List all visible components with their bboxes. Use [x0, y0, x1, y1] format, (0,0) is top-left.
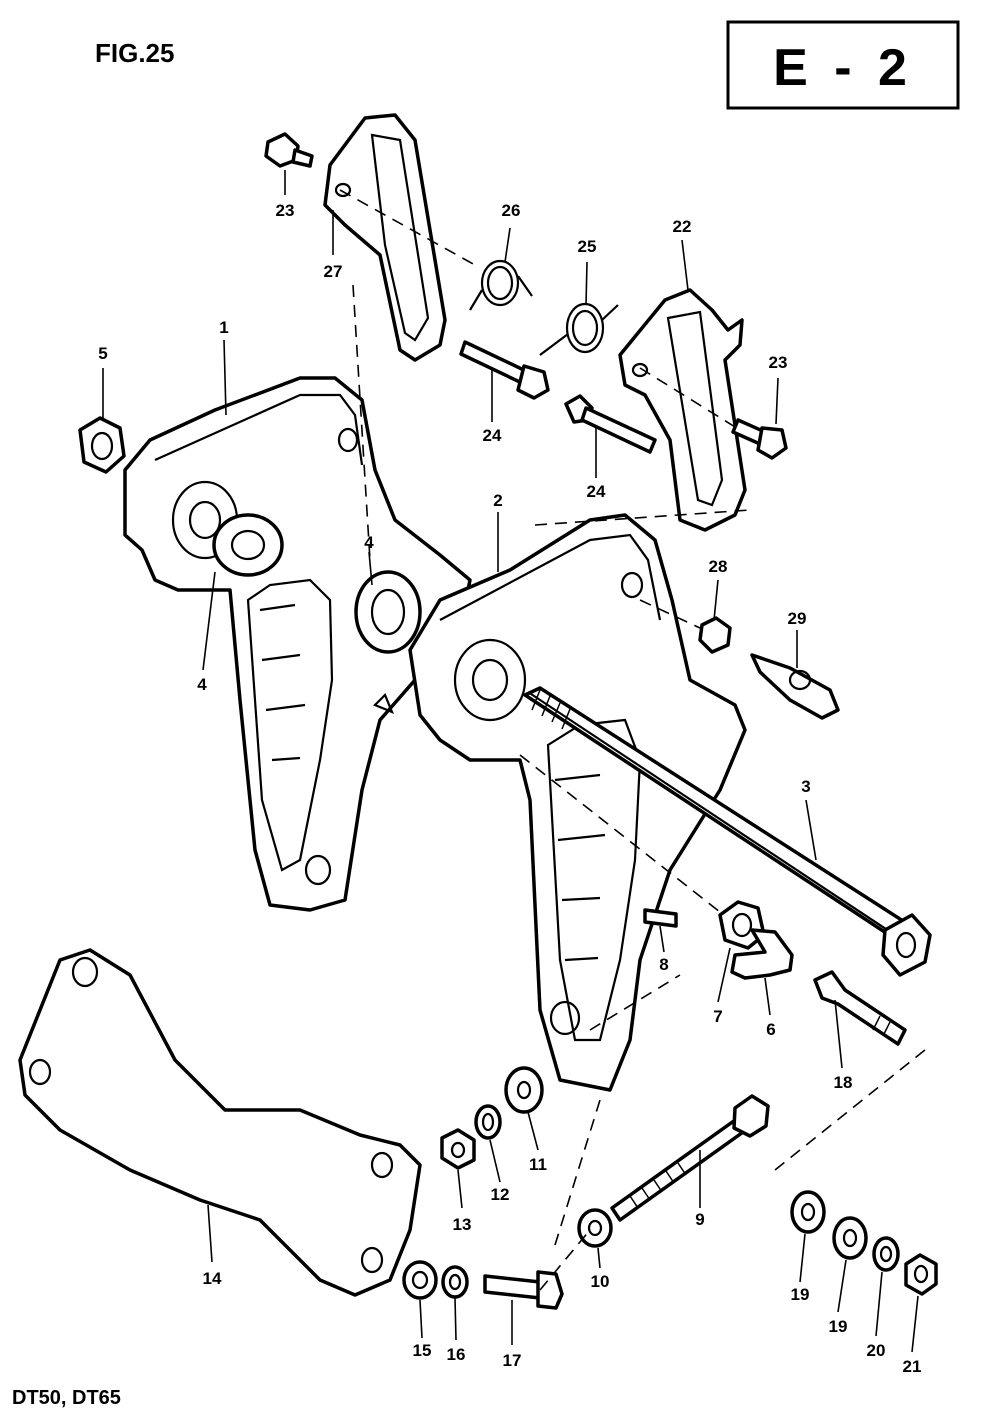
label-13: 13 [453, 1215, 472, 1234]
part-5-nut [78, 416, 126, 474]
label-21: 21 [903, 1357, 922, 1376]
part-19-washer-b [832, 1216, 868, 1260]
part-22-link-plate [618, 288, 747, 532]
label-23-right: 23 [769, 353, 788, 372]
label-15: 15 [413, 1341, 432, 1360]
label-14: 14 [203, 1269, 222, 1288]
label-20: 20 [867, 1341, 886, 1360]
part-21-nut [904, 1253, 938, 1296]
part-1-clamp-bracket-left [123, 376, 472, 912]
part-25-spring [539, 302, 619, 356]
label-2: 2 [493, 491, 502, 510]
label-9: 9 [695, 1210, 704, 1229]
label-22: 22 [673, 217, 692, 236]
part-16-lock-washer [441, 1265, 469, 1299]
label-17: 17 [503, 1351, 522, 1370]
part-29-clip [750, 653, 840, 720]
label-29: 29 [788, 609, 807, 628]
label-6: 6 [766, 1020, 775, 1039]
part-24-bolt-upper [459, 340, 550, 400]
figure-label: FIG.25 [95, 38, 174, 68]
label-27: 27 [324, 262, 343, 281]
part-23-bolt-upper [264, 132, 314, 168]
label-7: 7 [713, 1007, 722, 1026]
part-6-elbow-fitting [730, 928, 794, 980]
part-7-fitting [718, 900, 766, 950]
label-4-middle: 4 [364, 533, 374, 552]
assembly-lines [339, 189, 926, 1291]
part-14-backing-plate [18, 948, 422, 1297]
label-10: 10 [591, 1272, 610, 1291]
label-5: 5 [98, 344, 107, 363]
part-2-clamp-bracket-right [408, 513, 747, 1092]
label-4-left: 4 [197, 675, 207, 694]
part-9-long-bolt [610, 1094, 770, 1222]
label-23: 23 [276, 201, 295, 220]
model-label: DT50, DT65 [12, 1387, 121, 1409]
label-16: 16 [447, 1345, 466, 1364]
label-8: 8 [659, 955, 668, 974]
part-28-nut [698, 616, 732, 654]
label-26: 26 [502, 201, 521, 220]
part-24-bolt-lower [564, 394, 657, 454]
part-labels: 23 27 26 25 22 23 24 24 5 1 4 4 2 28 29 … [98, 201, 921, 1376]
part-18-bolt [813, 970, 907, 1046]
part-27-link-plate [323, 113, 447, 362]
part-13-nut [440, 1128, 476, 1170]
label-19-b: 19 [829, 1317, 848, 1336]
label-18: 18 [834, 1073, 853, 1092]
leader-lines [102, 170, 919, 1353]
part-15-washer [402, 1260, 438, 1300]
part-19-washer-a [790, 1190, 826, 1234]
part-12-lock-washer [474, 1104, 502, 1140]
part-11-washer [504, 1066, 544, 1114]
label-28: 28 [709, 557, 728, 576]
part-10-washer [577, 1208, 613, 1248]
label-11: 11 [529, 1155, 547, 1174]
part-3-tilt-shaft [523, 686, 932, 977]
section-code: E - 2 [773, 39, 913, 97]
label-24-upper: 24 [483, 426, 502, 445]
section-code-box [726, 20, 960, 110]
label-1: 1 [219, 318, 228, 337]
label-3: 3 [801, 777, 810, 796]
part-4-washer-middle [354, 570, 422, 654]
label-24-lower: 24 [587, 482, 606, 501]
part-20-lock-washer [872, 1236, 900, 1272]
part-17-bolt [483, 1270, 564, 1310]
label-25: 25 [578, 237, 597, 256]
part-23-bolt-right [731, 418, 788, 460]
part-8-pin [643, 908, 678, 928]
part-26-spring [469, 259, 533, 311]
label-19-a: 19 [791, 1285, 810, 1304]
part-4-washer-left [212, 513, 284, 577]
label-12: 12 [491, 1185, 510, 1204]
